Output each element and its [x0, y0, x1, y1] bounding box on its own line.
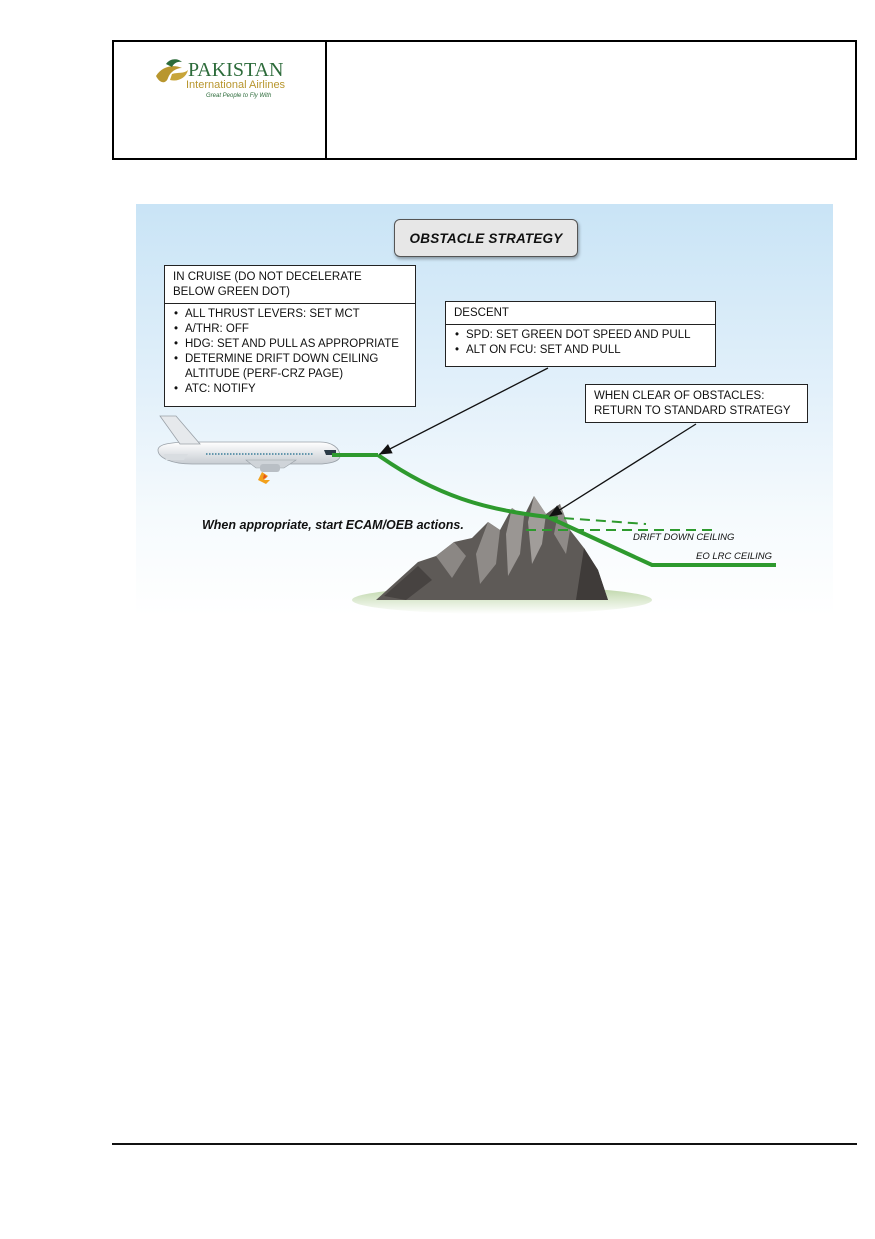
logo-cell: PAKISTAN International Airlines Great Pe…	[114, 42, 327, 158]
drift-down-ceiling-label: DRIFT DOWN CEILING	[633, 532, 735, 543]
descent-list: SPD: SET GREEN DOT SPEED AND PULL ALT ON…	[446, 325, 715, 361]
document-header: PAKISTAN International Airlines Great Pe…	[112, 40, 857, 160]
eo-lrc-ceiling-label: EO LRC CEILING	[696, 551, 773, 562]
clear-line1: WHEN CLEAR OF OBSTACLES:	[594, 390, 765, 402]
obstacle-strategy-diagram: OBSTACLE STRATEGY IN CRUISE (DO NOT DECE…	[136, 204, 833, 616]
descent-item: SPD: SET GREEN DOT SPEED AND PULL	[455, 328, 707, 343]
mountain-illustration	[376, 496, 608, 600]
descent-box: DESCENT SPD: SET GREEN DOT SPEED AND PUL…	[445, 301, 716, 367]
footer-divider	[112, 1143, 857, 1145]
cruise-list: ALL THRUST LEVERS: SET MCT A/THR: OFF HD…	[165, 304, 415, 400]
clear-line2: RETURN TO STANDARD STRATEGY	[594, 405, 791, 417]
logo-name: PAKISTAN	[188, 59, 283, 81]
logo-subtitle: International Airlines	[186, 79, 286, 91]
descent-heading: DESCENT	[446, 302, 715, 325]
cruise-item: ALL THRUST LEVERS: SET MCT	[174, 307, 407, 322]
diagram-title: OBSTACLE STRATEGY	[394, 219, 578, 257]
cruise-item: HDG: SET AND PULL AS APPROPRIATE	[174, 337, 407, 352]
arrow-clear	[548, 423, 697, 517]
cruise-item: DETERMINE DRIFT DOWN CEILING ALTITUDE (P…	[174, 352, 407, 382]
aircraft-illustration	[157, 415, 341, 484]
header-info-cell	[327, 42, 855, 158]
cruise-heading: IN CRUISE (DO NOT DECELERATE BELOW GREEN…	[165, 266, 415, 304]
flight-path-descent	[376, 453, 549, 519]
cruise-box: IN CRUISE (DO NOT DECELERATE BELOW GREEN…	[164, 265, 416, 407]
cruise-item: A/THR: OFF	[174, 322, 407, 337]
descent-item: ALT ON FCU: SET AND PULL	[455, 343, 707, 358]
arrow-descent	[378, 367, 549, 455]
ecam-caption: When appropriate, start ECAM/OEB actions…	[202, 518, 464, 532]
clear-of-obstacles-box: WHEN CLEAR OF OBSTACLES: RETURN TO STAND…	[585, 384, 808, 423]
cruise-heading-line1: IN CRUISE (DO NOT DECELERATE	[173, 271, 362, 283]
airline-logo: PAKISTAN International Airlines Great Pe…	[156, 59, 286, 99]
cruise-item: ATC: NOTIFY	[174, 382, 407, 397]
cruise-heading-line2: BELOW GREEN DOT)	[173, 286, 290, 298]
drift-down-dashed-upper	[547, 516, 647, 525]
flight-path-final	[547, 515, 776, 567]
diagram-graphics	[157, 367, 776, 614]
logo-tagline: Great People to Fly With	[206, 93, 272, 99]
